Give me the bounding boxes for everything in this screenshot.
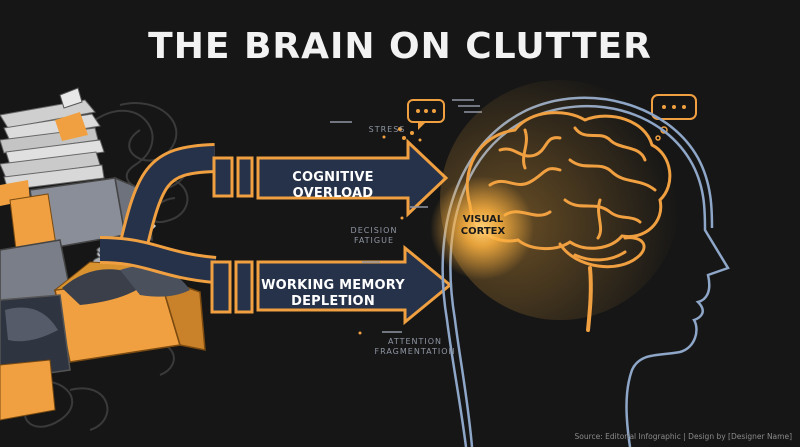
paper-stack xyxy=(0,87,105,206)
decorative-dots xyxy=(358,127,422,335)
crates xyxy=(0,294,71,421)
label-stress: STRESS xyxy=(368,125,406,134)
cognitive-overload-arrow xyxy=(115,138,449,264)
visual-cortex-label: VISUAL CORTEX xyxy=(460,214,506,237)
memory-depletion-text: WORKING MEMORY DEPLETION xyxy=(261,278,405,309)
visual-cortex-glow xyxy=(430,176,534,280)
speech-bubble-icon xyxy=(407,99,445,130)
source-credit: Source: Editorial Infographic | Design b… xyxy=(574,432,792,441)
label-decision-fatigue: DECISION FATIGUE xyxy=(350,226,398,245)
brain xyxy=(465,111,672,332)
cognitive-overload-text: COGNITIVE OVERLOAD xyxy=(292,170,374,201)
label-attention-fragmentation: ATTENTION FRAGMENTATION xyxy=(374,337,456,356)
memory-depletion-arrow xyxy=(99,236,453,326)
page-title: THE BRAIN ON CLUTTER xyxy=(148,26,652,67)
